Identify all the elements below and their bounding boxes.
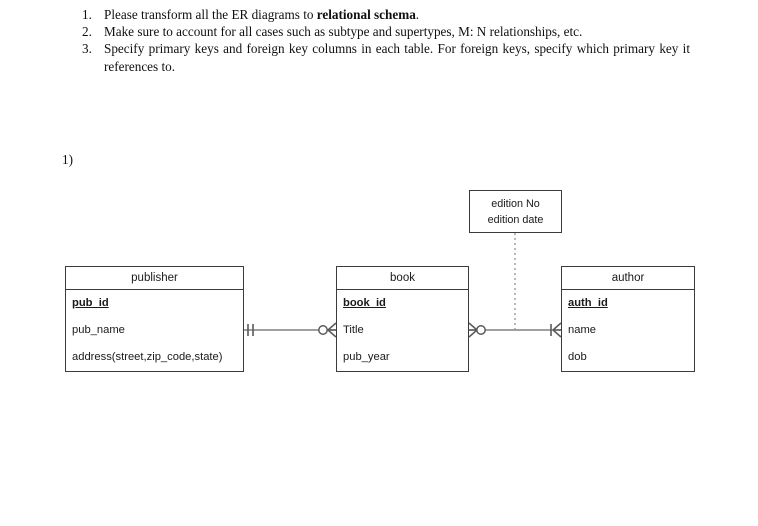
cardinality-one-and-only-one-publisher xyxy=(247,324,254,336)
instruction-text-pre: Please transform all the ER diagrams to xyxy=(104,7,317,22)
attribute-pub-year: pub_year xyxy=(343,351,390,363)
entity-book[interactable]: book book_id Title pub_year xyxy=(336,266,469,372)
instruction-text-bold: relational schema xyxy=(316,7,416,22)
attribute-address: address(street,zip_code,state) xyxy=(72,351,223,363)
instruction-number: 2. xyxy=(82,24,92,40)
relationship-attribute-line-2: edition date xyxy=(487,214,544,226)
instruction-text-pre: Specify primary keys and foreign key col… xyxy=(104,41,690,74)
entity-author-attributes: auth_id name dob xyxy=(562,290,694,372)
entity-publisher-title: publisher xyxy=(66,267,243,290)
entity-publisher[interactable]: publisher pub_id pub_name address(street… xyxy=(65,266,244,372)
attribute-title: Title xyxy=(343,324,364,336)
instruction-text-pre: Make sure to account for all cases such … xyxy=(104,24,583,40)
instruction-text: Make sure to account for all cases such … xyxy=(104,23,690,40)
entity-book-title: book xyxy=(337,267,468,290)
entity-book-attributes: book_id Title pub_year xyxy=(337,290,468,372)
question-label: 1) xyxy=(62,152,73,167)
entity-author-title: author xyxy=(562,267,694,290)
attribute-auth-id: auth_id xyxy=(568,297,608,309)
attribute-pub-id: pub_id xyxy=(72,297,109,309)
instruction-text: Please transform all the ER diagrams to … xyxy=(104,6,690,23)
entity-publisher-attributes: pub_id pub_name address(street,zip_code,… xyxy=(66,290,243,372)
relationship-attribute-box: edition No edition date xyxy=(469,190,562,233)
entity-author[interactable]: author auth_id name dob xyxy=(561,266,695,372)
attribute-name: name xyxy=(568,324,596,336)
attribute-book-id: book_id xyxy=(343,297,386,309)
instruction-number: 3. xyxy=(82,41,92,57)
instruction-item: 3. Specify primary keys and foreign key … xyxy=(82,40,690,74)
cardinality-zero-or-many-book-author xyxy=(468,322,486,338)
instructions-list: 1. Please transform all the ER diagrams … xyxy=(82,6,690,75)
cardinality-zero-or-many-book xyxy=(318,322,337,338)
instruction-number: 1. xyxy=(82,7,92,22)
instruction-text: Specify primary keys and foreign key col… xyxy=(104,40,690,74)
instruction-item: 1. Please transform all the ER diagrams … xyxy=(82,6,690,23)
attribute-pub-name: pub_name xyxy=(72,324,125,336)
relationship-attribute-line-1: edition No xyxy=(491,198,540,210)
instruction-text-post: . xyxy=(415,7,420,22)
cardinality-one-or-many-author xyxy=(550,322,562,338)
instruction-item: 2. Make sure to account for all cases su… xyxy=(82,23,690,40)
attribute-dob: dob xyxy=(568,351,587,363)
